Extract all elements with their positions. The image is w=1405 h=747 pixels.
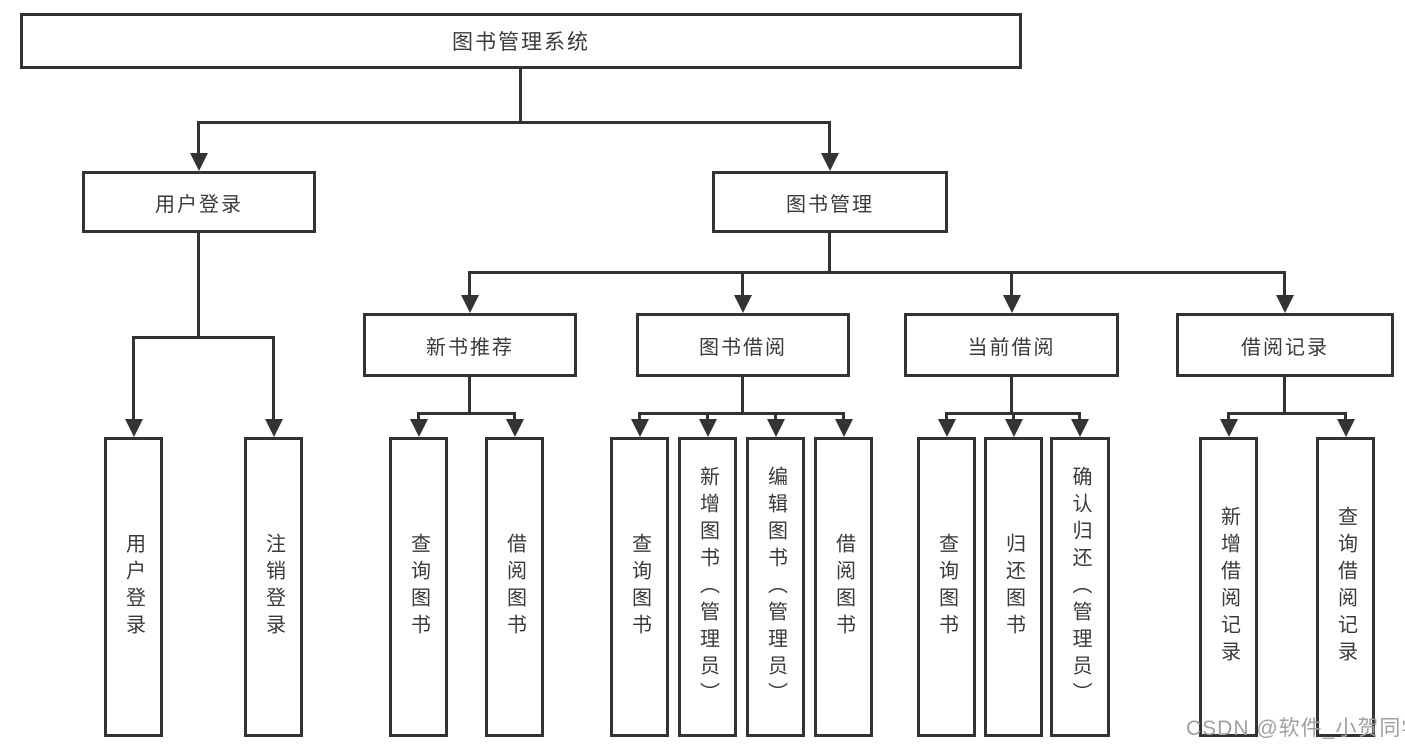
leaf-label: 借阅图书 [503,533,526,641]
connector-g3-stem [1010,377,1013,415]
node-root-system: 图书管理系统 [20,13,1022,69]
connector-g2-drop-3 [774,412,777,422]
leaf-label: 查询借阅记录 [1334,506,1357,668]
leaf-label: 注销登录 [262,533,285,641]
connector-drop-user-login [197,121,200,157]
arrowhead-g1-leaf-2 [506,419,524,437]
connector-level3-bus [468,271,1286,274]
connector-g3-drop-1 [945,412,948,422]
node-borrow-record: 借阅记录 [1176,313,1394,377]
connector-g1-stem [468,377,471,415]
connector-g2-drop-4 [842,412,845,422]
leaf-label: 查询图书 [628,533,651,641]
arrowhead-g3-leaf-1 [938,419,956,437]
node-user-login: 用户登录 [82,171,316,233]
leaf-label: 查询图书 [407,533,430,641]
connector-g1-drop-1 [417,412,420,422]
arrowhead-g3-leaf-3 [1071,419,1089,437]
leaf-confirm-return-admin: 确认归还（管理员） [1050,437,1110,737]
connector-g2-drop-2 [706,412,709,422]
connector-g3-drop-2 [1012,412,1015,422]
connector-mgmt-stem [828,233,831,274]
arrowhead-g2-leaf-1 [631,419,649,437]
connector-level2-bus [197,121,831,124]
arrowhead-borrow-record [1276,295,1294,313]
connector-login-bus [132,336,275,339]
leaf-query-book-3: 查询图书 [917,437,976,737]
connector-drop-book-management [828,121,831,157]
connector-drop-borrow-record [1283,271,1286,297]
node-current-borrow: 当前借阅 [904,313,1119,377]
arrowhead-g2-leaf-3 [767,419,785,437]
arrowhead-leaf-user-login [125,419,143,437]
connector-g1-bus [417,412,516,415]
leaf-query-book-1: 查询图书 [389,437,448,737]
csdn-watermark: CSDN @软件_小贺同学 [1186,717,1405,740]
leaf-query-book-2: 查询图书 [610,437,669,737]
leaf-borrow-book-2: 借阅图书 [814,437,873,737]
leaf-return-book: 归还图书 [984,437,1043,737]
arrowhead-g4-leaf-2 [1337,419,1355,437]
arrowhead-book-borrow [734,295,752,313]
connector-drop-leaf-user-login [132,336,135,421]
leaf-label: 归还图书 [1002,533,1025,641]
leaf-label: 确认归还（管理员） [1069,465,1091,709]
connector-g4-drop-1 [1227,412,1230,422]
arrowhead-new-book [461,295,479,313]
arrowhead-g2-leaf-2 [699,419,717,437]
connector-login-stem [197,233,200,339]
node-book-management: 图书管理 [712,171,948,233]
leaf-label: 用户登录 [122,533,145,641]
connector-drop-new-book [468,271,471,297]
leaf-borrow-book-1: 借阅图书 [485,437,544,737]
connector-g1-drop-2 [513,412,516,422]
leaf-label: 借阅图书 [832,533,855,641]
leaf-label: 编辑图书（管理员） [764,465,787,709]
leaf-label: 新增借阅记录 [1217,506,1240,668]
connector-g4-stem [1283,377,1286,415]
arrowhead-g4-leaf-1 [1220,419,1238,437]
connector-drop-book-borrow [741,271,744,297]
connector-g2-drop-1 [638,412,641,422]
connector-g2-stem [741,377,744,415]
leaf-logout: 注销登录 [244,437,303,737]
leaf-add-book-admin: 新增图书（管理员） [678,437,737,737]
node-new-book-recommend: 新书推荐 [363,313,577,377]
arrowhead-current-borrow [1003,295,1021,313]
arrowhead-g2-leaf-4 [835,419,853,437]
arrowhead-leaf-logout [265,419,283,437]
connector-root-stem [519,69,522,124]
arrowhead-g1-leaf-1 [410,419,428,437]
connector-drop-current-borrow [1010,271,1013,297]
connector-g4-drop-2 [1344,412,1347,422]
leaf-edit-book-admin: 编辑图书（管理员） [746,437,805,737]
arrowhead-book-management [821,153,839,171]
node-book-borrow: 图书借阅 [636,313,850,377]
leaf-label: 新增图书（管理员） [696,465,719,709]
connector-drop-leaf-logout [272,336,275,421]
arrowhead-user-login [190,153,208,171]
connector-g4-bus [1227,412,1347,415]
leaf-query-borrow-record: 查询借阅记录 [1316,437,1375,737]
leaf-user-login: 用户登录 [104,437,163,737]
connector-g3-drop-3 [1078,412,1081,422]
leaf-label: 查询图书 [935,533,958,641]
leaf-add-borrow-record: 新增借阅记录 [1199,437,1258,737]
connector-g2-bus [638,412,845,415]
arrowhead-g3-leaf-2 [1005,419,1023,437]
